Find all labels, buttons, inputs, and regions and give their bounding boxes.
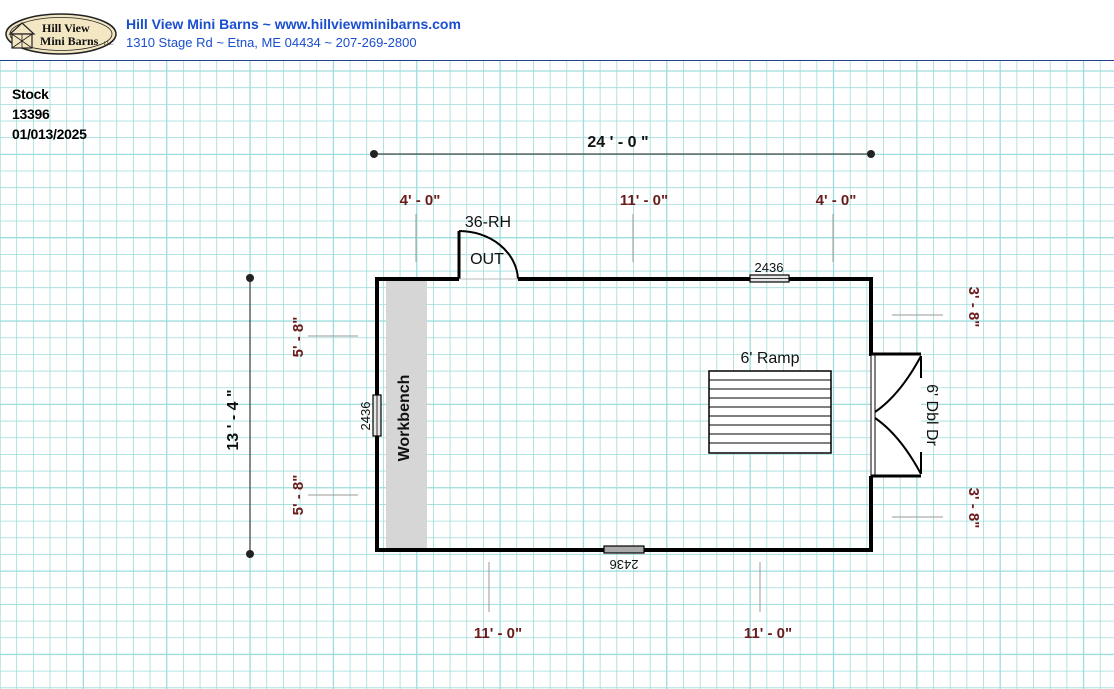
top-left-dimension: 4' - 0" <box>400 192 441 209</box>
window-bottom <box>603 545 645 554</box>
bottom-right-dimension: 11' - 0" <box>744 625 792 642</box>
entry-door <box>457 229 519 280</box>
window-top-label: 2436 <box>755 260 784 275</box>
header-divider <box>0 60 1114 61</box>
overall-width-label: 24 ' - 0 " <box>587 134 648 151</box>
company-name: Hill View Mini Barns ~ www.hillviewminib… <box>126 16 461 32</box>
graph-paper-grid <box>0 61 1114 689</box>
door-swing-label: OUT <box>470 251 504 268</box>
left-upper-dimension: 5' - 8" <box>290 317 307 358</box>
overall-depth-label: 13 ' - 4 " <box>225 389 242 450</box>
bottom-left-dimension: 11' - 0" <box>474 625 522 642</box>
ramp <box>708 370 832 454</box>
right-upper-dimension: 3' - 8" <box>965 287 982 328</box>
logo-llc: LLC <box>104 42 114 47</box>
barn-icon <box>8 22 36 49</box>
stock-label: Stock <box>12 86 49 102</box>
ramp-boards <box>709 379 831 444</box>
top-right-dimension: 4' - 0" <box>816 192 857 209</box>
left-lower-dimension: 5' - 8" <box>290 475 307 516</box>
logo-line2: Mini Barns <box>40 34 99 48</box>
window-bottom-label: 2436 <box>610 557 639 572</box>
workbench-label: Workbench <box>396 375 413 462</box>
dimension-endpoint <box>246 274 254 282</box>
dimension-endpoint <box>370 150 378 158</box>
workbench <box>386 281 427 548</box>
stock-number: 13396 <box>12 106 50 122</box>
double-door-label: 6' Dbl Dr <box>923 384 940 446</box>
window-left-label: 2436 <box>358 402 373 431</box>
dimension-endpoint <box>867 150 875 158</box>
door-code-label: 36-RH <box>465 214 511 231</box>
right-lower-dimension: 3' - 8" <box>965 488 982 529</box>
dimension-ticks <box>308 214 943 612</box>
stock-info: Stock 13396 01/013/2025 <box>12 84 87 144</box>
ramp-label: 6' Ramp <box>740 350 799 367</box>
company-address: 1310 Stage Rd ~ Etna, ME 04434 ~ 207-269… <box>126 35 417 50</box>
dimension-endpoint <box>246 550 254 558</box>
stock-date: 01/013/2025 <box>12 126 87 142</box>
page-header: Hill View Mini Barns LLC Hill View Mini … <box>0 0 1114 60</box>
top-middle-dimension: 11' - 0" <box>620 192 668 209</box>
company-logo: Hill View Mini Barns LLC <box>5 13 117 55</box>
double-door <box>870 352 922 478</box>
logo-line1: Hill View <box>42 21 90 35</box>
